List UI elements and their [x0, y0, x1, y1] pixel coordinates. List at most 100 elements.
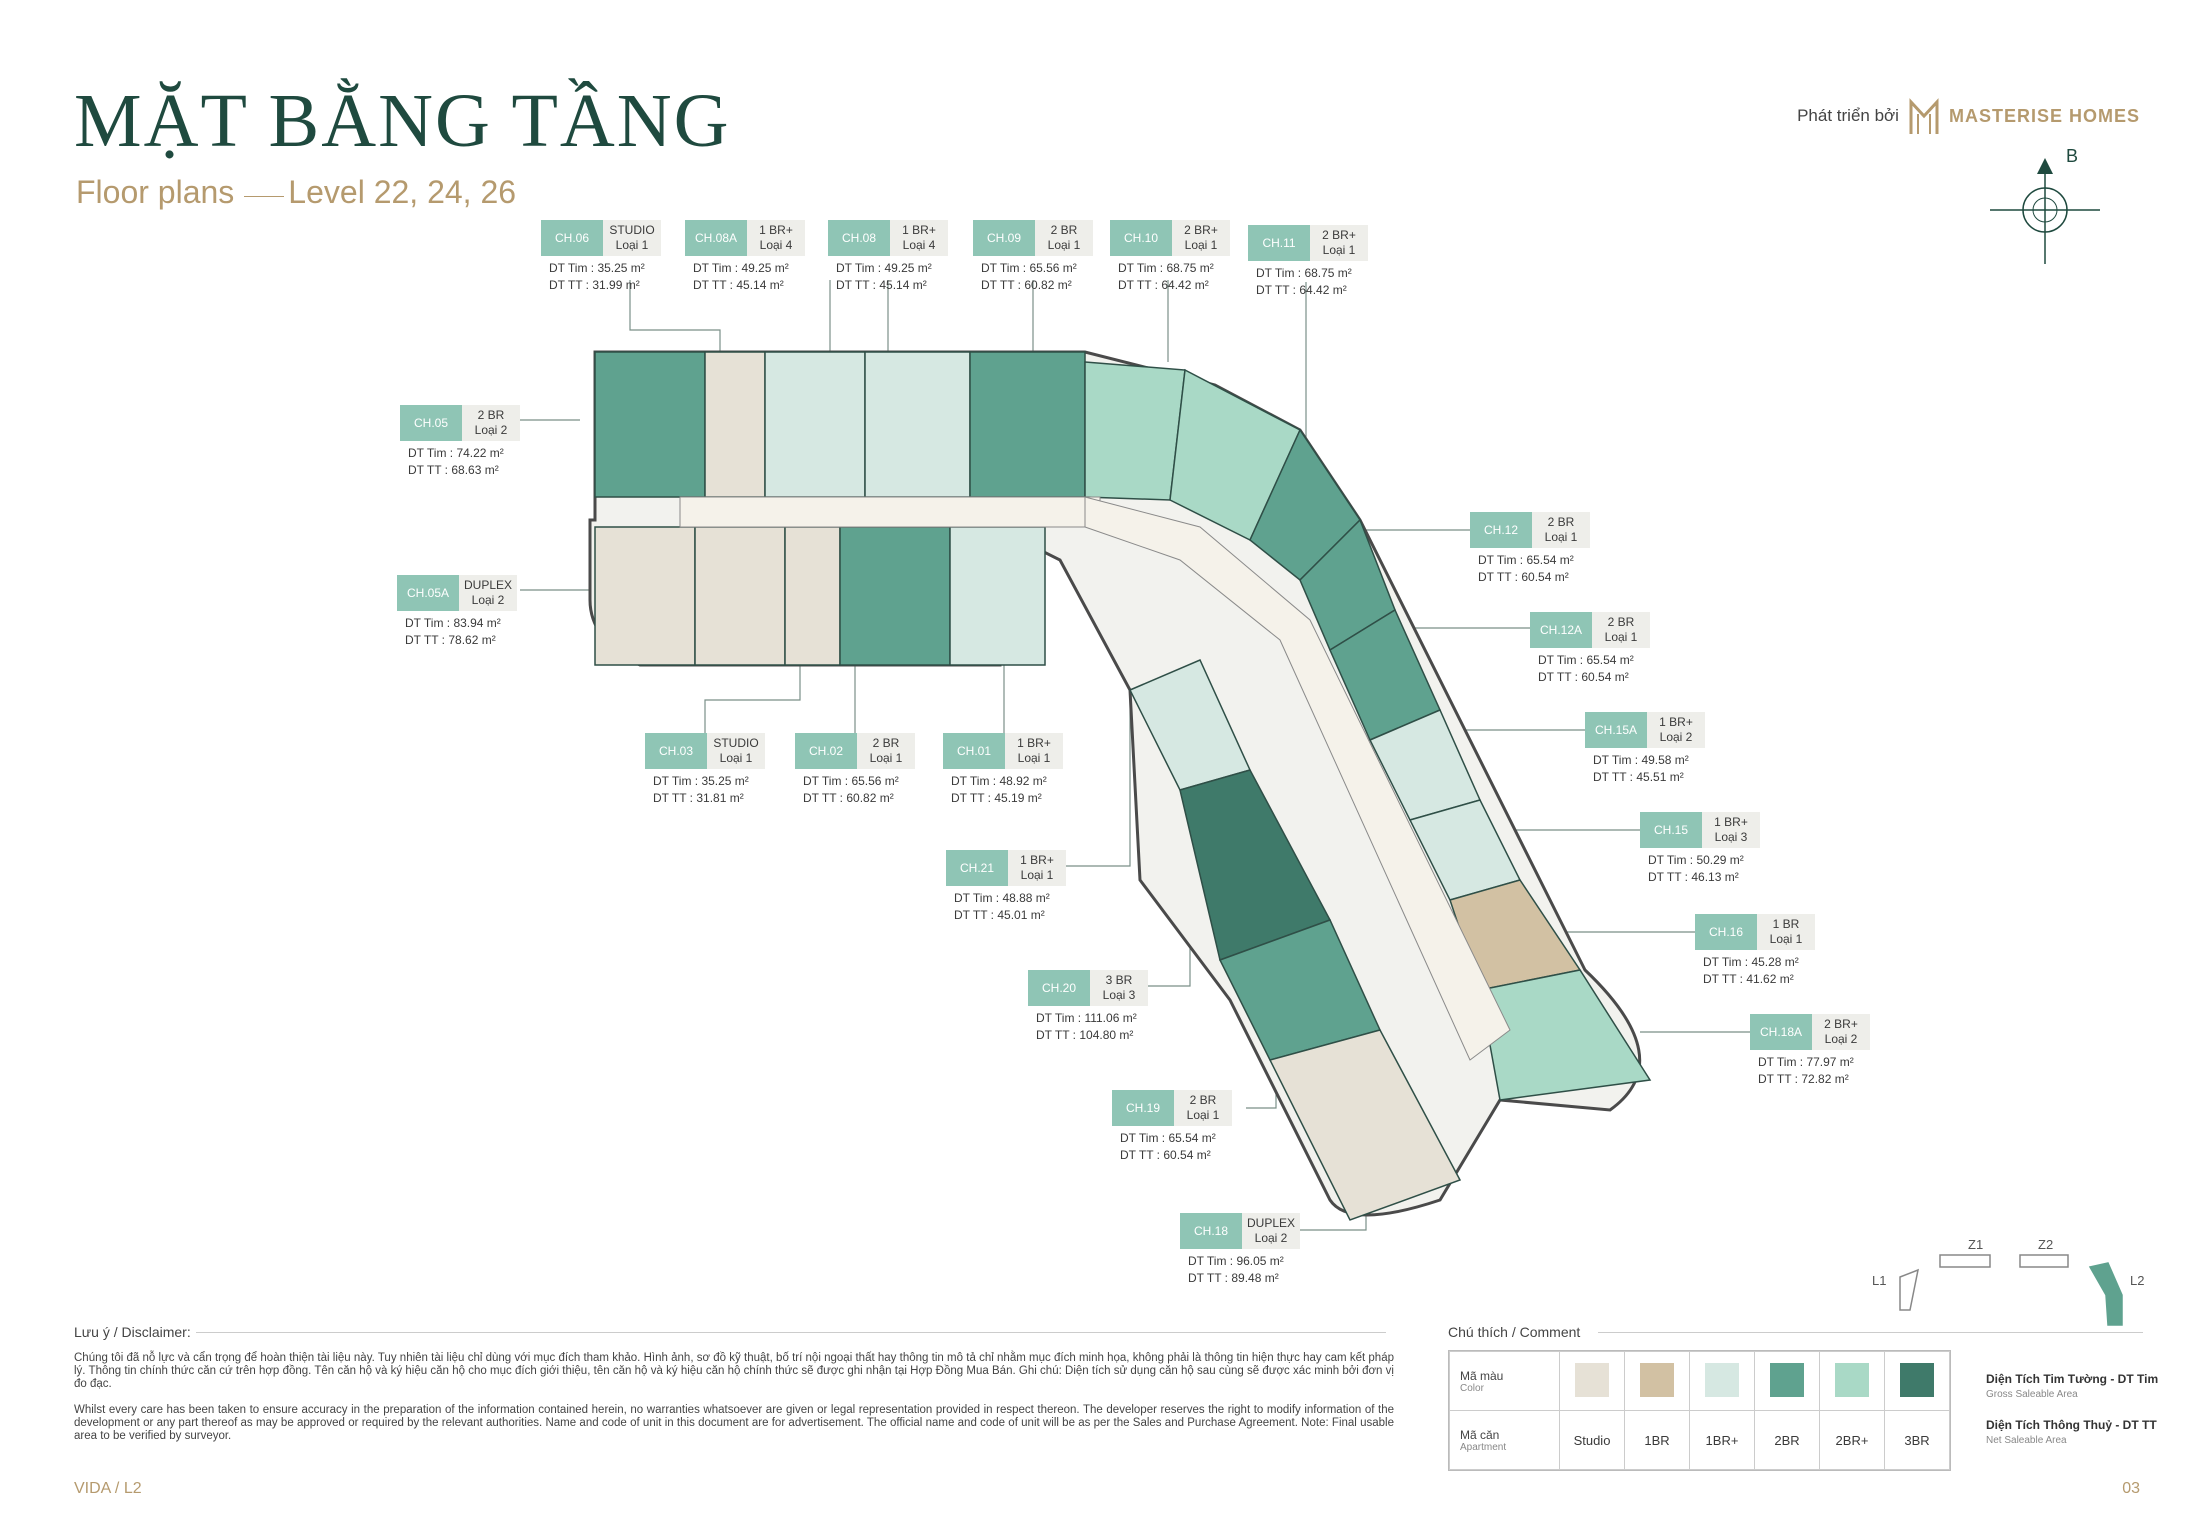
legend-apt-label-en: Apartment [1460, 1441, 1507, 1453]
unit-type: 2 BR [477, 408, 505, 422]
disclaimer-vi: Chúng tôi đã nỗ lực và cẩn trọng để hoàn… [74, 1352, 1394, 1390]
unit-loai: Loại 2 [1659, 730, 1693, 744]
unit-net-area: DT TT : 45.14 m² [693, 278, 784, 292]
unit-loai: Loại 4 [902, 238, 936, 252]
unit-type: 2 BR [1607, 615, 1635, 629]
unit-loai: Loại 2 [471, 593, 505, 607]
unit-gross-area: DT Tim : 96.05 m² [1188, 1254, 1284, 1268]
legend-divider [1598, 1332, 2143, 1333]
unit-type: 1 BR+ [1659, 715, 1693, 729]
subtitle-levels: Level 22, 24, 26 [288, 174, 517, 210]
unit-gross-area: DT Tim : 48.92 m² [951, 774, 1047, 788]
unit-loai: Loại 1 [1047, 238, 1081, 252]
unit-type: DUPLEX [1246, 1216, 1296, 1230]
page-title: MẶT BẰNG TẦNG [74, 79, 731, 163]
unit-loai: Loại 1 [1017, 751, 1051, 765]
unit-type: 1 BR+ [759, 223, 793, 237]
unit-net-area: DT TT : 41.62 m² [1703, 972, 1794, 986]
legend-swatch-1br [1624, 1351, 1690, 1411]
unit-net-area: DT TT : 60.82 m² [981, 278, 1072, 292]
unit-loai: Loại 2 [1824, 1032, 1858, 1046]
subtitle-floor-plans: Floor plans [76, 174, 235, 210]
unit-net-area: DT TT : 64.42 m² [1118, 278, 1209, 292]
masterise-logo-icon [1909, 98, 1939, 134]
page-number: 03 [2122, 1480, 2140, 1497]
unit-code: CH.02 [795, 733, 857, 769]
unit-code: CH.05A [397, 575, 459, 611]
unit-code: CH.01 [943, 733, 1005, 769]
unit-blocks [594, 351, 1652, 1221]
unit-type: 1 BR+ [902, 223, 936, 237]
disclaimer-divider [196, 1332, 1386, 1333]
unit-gross-area: DT Tim : 48.88 m² [954, 891, 1050, 905]
corridor [679, 496, 1511, 1061]
unit-gross-area: DT Tim : 77.97 m² [1758, 1055, 1854, 1069]
unit-gross-area: DT Tim : 65.56 m² [803, 774, 899, 788]
footer-code: L2 [123, 1480, 142, 1497]
legend-swatch-1brplus [1689, 1351, 1755, 1411]
unit-gross-area: DT Tim : 65.54 m² [1478, 553, 1574, 567]
legend-name-1brplus: 1BR+ [1689, 1410, 1755, 1470]
unit-loai: Loại 1 [1604, 630, 1638, 644]
unit-loai: Loại 1 [1184, 238, 1218, 252]
unit-type: 3 BR [1105, 973, 1133, 987]
page-subtitle: Floor plans Level 22, 24, 26 [76, 174, 516, 211]
unit-loai: Loại 1 [1769, 932, 1803, 946]
unit-net-area: DT TT : 60.82 m² [803, 791, 894, 805]
unit-type: STUDIO [713, 736, 759, 750]
unit-code: CH.18 [1180, 1213, 1242, 1249]
unit-gross-area: DT Tim : 35.25 m² [549, 261, 645, 275]
unit-code: CH.03 [645, 733, 707, 769]
unit-loai: Loại 1 [1020, 868, 1054, 882]
unit-gross-area: DT Tim : 35.25 m² [653, 774, 749, 788]
legend-heading: Chú thích / Comment [1448, 1324, 1581, 1340]
unit-type: 1 BR+ [1020, 853, 1054, 867]
developer-brand: MASTERISE HOMES [1948, 105, 2140, 126]
unit-code: CH.10 [1110, 220, 1172, 256]
unit-net-area: DT TT : 64.42 m² [1256, 283, 1347, 297]
unit-gross-area: DT Tim : 65.54 m² [1120, 1131, 1216, 1145]
unit-net-area: DT TT : 45.01 m² [954, 908, 1045, 922]
unit-code: CH.08 [828, 220, 890, 256]
unit-type: 1 BR+ [1714, 815, 1748, 829]
unit-gross-area: DT Tim : 65.56 m² [981, 261, 1077, 275]
unit-gross-area: DT Tim : 68.75 m² [1118, 261, 1214, 275]
disclaimer-heading: Lưu ý / Disclaimer: [74, 1324, 191, 1340]
unit-net-area: DT TT : 68.63 m² [408, 463, 499, 477]
unit-loai: Loại 1 [719, 751, 753, 765]
unit-loai: Loại 3 [1714, 830, 1748, 844]
legend-def-net-en: Net Saleable Area [1986, 1435, 2067, 1446]
unit-net-area: DT TT : 31.81 m² [653, 791, 744, 805]
unit-net-area: DT TT : 60.54 m² [1478, 570, 1569, 584]
keymap-label-z2: Z2 [2038, 1237, 2053, 1252]
compass-north-label: B [2066, 146, 2078, 166]
unit-type: 1 BR+ [1017, 736, 1051, 750]
footer-project-name: VIDA [74, 1480, 111, 1497]
unit-loai: Loại 2 [474, 423, 508, 437]
unit-loai: Loại 1 [615, 238, 649, 252]
unit-code: CH.11 [1248, 225, 1310, 261]
unit-type: 2 BR [1050, 223, 1078, 237]
unit-gross-area: DT Tim : 74.22 m² [408, 446, 504, 460]
unit-type: 1 BR [1772, 917, 1800, 931]
unit-type: 2 BR+ [1824, 1017, 1858, 1031]
unit-type: DUPLEX [463, 578, 513, 592]
legend-swatch-3br [1884, 1351, 1950, 1411]
legend-color-label-en: Color [1460, 1382, 1484, 1394]
